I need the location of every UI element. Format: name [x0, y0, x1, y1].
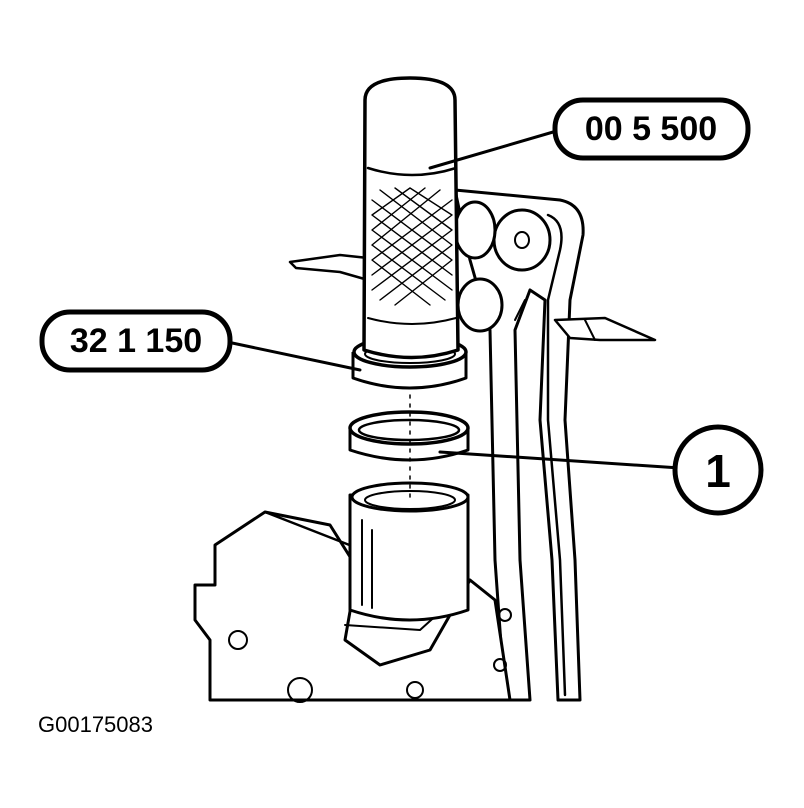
callout-part-number-label: 1: [705, 445, 731, 497]
callout-tool-left: 32 1 150: [39, 309, 233, 373]
callout-tool-left-label: 32 1 150: [70, 322, 202, 360]
callout-tool-top-label: 00 5 500: [585, 110, 717, 148]
leader-line-part: [438, 450, 682, 470]
bearing-bore: [348, 481, 470, 622]
housing-bracket: [193, 188, 657, 703]
figure-id: G00175083: [38, 712, 153, 737]
callout-part-number: 1: [672, 424, 764, 516]
callout-tool-top: 00 5 500: [552, 97, 751, 161]
drift-tool: [362, 76, 460, 360]
leader-line-tool-top: [428, 128, 562, 170]
leader-lines: [216, 128, 682, 470]
leader-line-tool-left: [216, 338, 362, 372]
knurled-grip: [371, 187, 453, 306]
